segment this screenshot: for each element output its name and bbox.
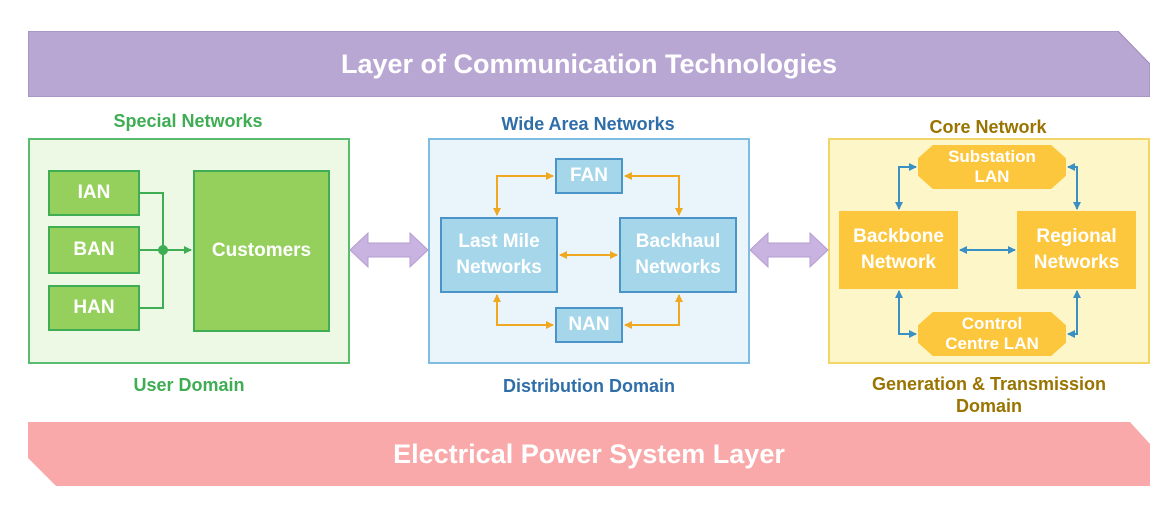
nan-node: NAN [555,307,623,343]
fan-node: FAN [555,158,623,194]
substation-backbone-connector [895,163,917,210]
substation-lan-node: Substation LAN [918,145,1066,189]
junction-dot [158,245,168,255]
generation-transmission-domain-label: Generation & Transmission Domain [871,374,1107,416]
communication-layer-title: Layer of Communication Technologies [340,48,838,79]
ian-node: IAN [48,170,140,216]
special-networks-label: Special Networks [113,111,263,131]
han-node: HAN [48,285,140,331]
fan-last-mile-connector [493,172,554,216]
customers-node: Customers [193,170,330,332]
banner-shape [28,422,1150,486]
ian-connector [140,192,164,250]
substation-regional-connector [1067,163,1081,210]
wide-area-networks-label: Wide Area Networks [501,114,675,134]
fan-backhaul-connector [624,172,683,216]
generation-connectors [895,163,1081,338]
control-regional-connector [1067,290,1081,338]
core-network-label: Core Network [929,117,1047,137]
banner-shape [28,31,1150,97]
han-connector [140,250,164,309]
power-system-layer-banner: Electrical Power System Layer [28,422,1150,486]
control-centre-lan-node: Control Centre LAN [918,312,1066,356]
user-distribution-double-arrow [349,231,429,269]
distribution-domain-label: Distribution Domain [503,376,675,396]
communication-layer-banner: Layer of Communication Technologies [28,31,1150,97]
backbone-network-node: Backbone Network [839,211,958,289]
power-system-layer-title: Electrical Power System Layer [393,438,785,469]
distribution-generation-double-arrow [749,231,829,269]
nan-backhaul-connector [624,294,683,329]
backhaul-networks-node: Backhaul Networks [619,217,737,293]
last-mile-networks-node: Last Mile Networks [440,217,558,293]
user-domain-label: User Domain [133,375,245,395]
regional-networks-node: Regional Networks [1017,211,1136,289]
control-backbone-connector [895,290,917,338]
nan-last-mile-connector [493,294,554,329]
distribution-connectors [493,172,683,329]
ban-node: BAN [48,226,140,274]
